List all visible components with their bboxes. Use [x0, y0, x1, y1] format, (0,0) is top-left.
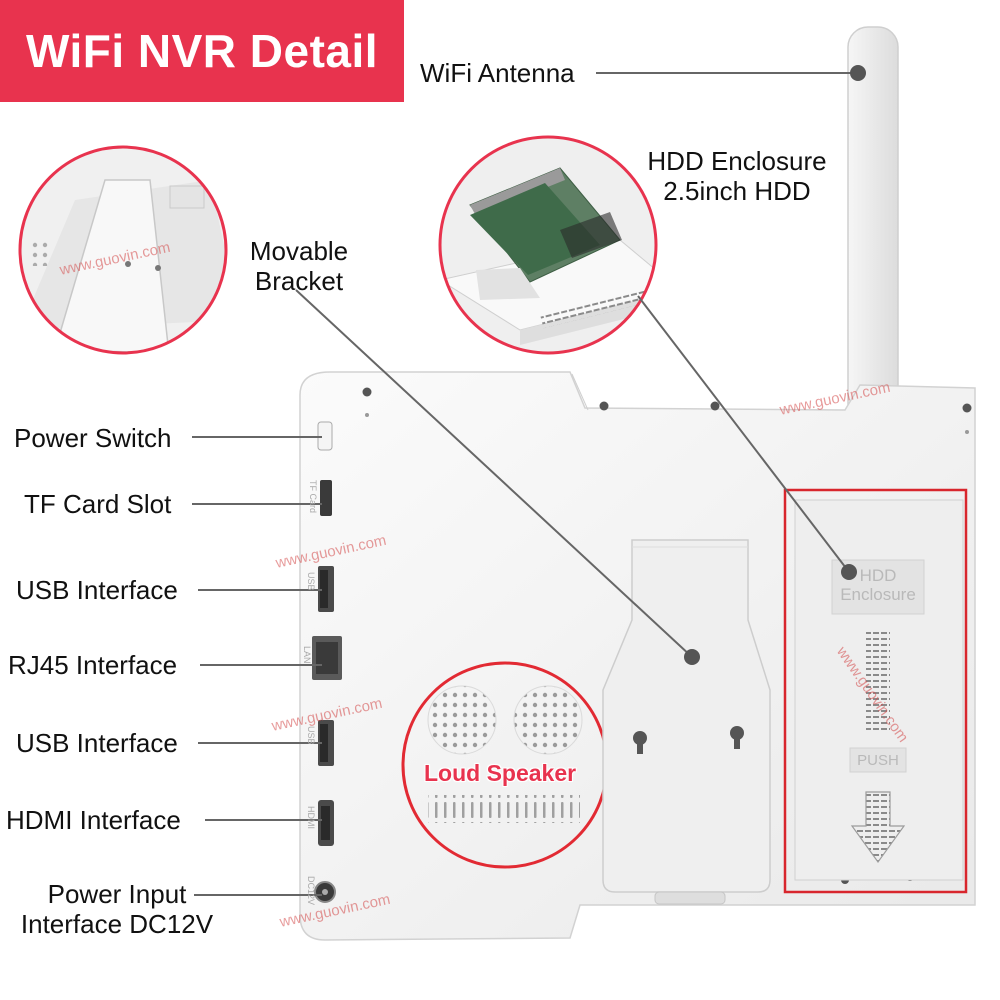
hdd-highlight-box [783, 488, 968, 894]
hdd-enclosure-label: HDD Enclosure 2.5inch HDD [622, 146, 852, 206]
usb1-marking: USB [306, 572, 316, 591]
loud-speaker-label: Loud Speaker [424, 760, 577, 786]
movable-bracket-label-line2: Bracket [254, 266, 344, 296]
power-input-label-line1: Power Input [47, 879, 187, 909]
power-input-label: Power Input Interface DC12V [4, 879, 230, 939]
power-input-label-line2: Interface DC12V [20, 909, 214, 939]
dc12v-marking: DC12V [306, 876, 316, 906]
usb-interface-1-label: USB Interface [16, 575, 178, 605]
page-title: WiFi NVR Detail [25, 25, 379, 77]
hdd-marking-line2: Enclosure [840, 585, 916, 604]
tf-card-slot-label: TF Card Slot [24, 489, 172, 519]
tf-card-marking: TF Card [308, 480, 318, 514]
inset-bracket [18, 145, 228, 355]
hdmi-marking: HDMI [306, 806, 316, 829]
movable-bracket-label-line1: Movable [249, 236, 349, 266]
hdmi-interface-label: HDMI Interface [6, 805, 181, 835]
leader-lines [192, 72, 858, 896]
rj45-interface-label: RJ45 Interface [8, 650, 178, 680]
lan-marking: LAN [302, 646, 312, 664]
title-banner: WiFi NVR Detail [0, 0, 404, 102]
usb2-marking: USB [306, 726, 316, 745]
push-marking: PUSH [857, 752, 899, 769]
hdd-enclosure-marking: HDD Enclosure [832, 566, 924, 604]
hdd-enclosure-panel [794, 499, 964, 881]
hdd-marking-line1: HDD [859, 566, 897, 585]
power-switch-label: Power Switch [14, 423, 172, 453]
hdd-enclosure-label-line1: HDD Enclosure [647, 146, 827, 176]
movable-bracket-label: Movable Bracket [234, 236, 364, 296]
inset-hdd [438, 135, 658, 355]
wifi-antenna-label: WiFi Antenna [420, 58, 575, 88]
leader-dots [684, 65, 866, 665]
movable-bracket [602, 539, 771, 905]
usb-interface-2-label: USB Interface [16, 728, 178, 758]
hdd-enclosure-label-line2: 2.5inch HDD [663, 176, 811, 206]
speaker-grilles [427, 685, 583, 823]
